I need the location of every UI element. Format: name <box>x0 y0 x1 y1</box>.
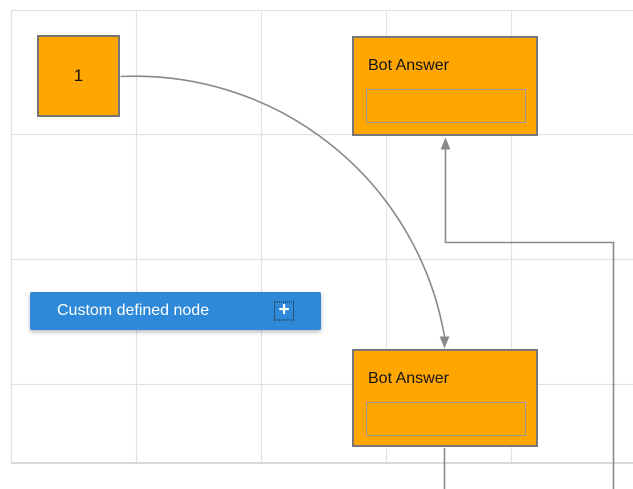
custom-node-label: Custom defined node <box>57 302 210 319</box>
node-start-label: 1 <box>73 66 84 85</box>
node-custom-defined[interactable]: Custom defined node + <box>30 292 321 330</box>
bot-answer-textbox[interactable] <box>366 89 526 123</box>
node-bot-answer-top[interactable]: Bot Answer <box>352 36 538 136</box>
node-start[interactable]: 1 <box>37 35 120 117</box>
plus-icon: + <box>278 299 290 321</box>
bot-answer-title: Bot Answer <box>368 370 449 387</box>
add-node-button[interactable]: + <box>274 299 294 321</box>
bot-answer-title: Bot Answer <box>368 57 449 74</box>
bot-answer-textbox[interactable] <box>366 402 526 436</box>
arrowhead-up-icon <box>440 137 451 150</box>
arrowhead-down-icon <box>439 336 450 349</box>
node-bot-answer-bottom[interactable]: Bot Answer <box>352 349 538 447</box>
